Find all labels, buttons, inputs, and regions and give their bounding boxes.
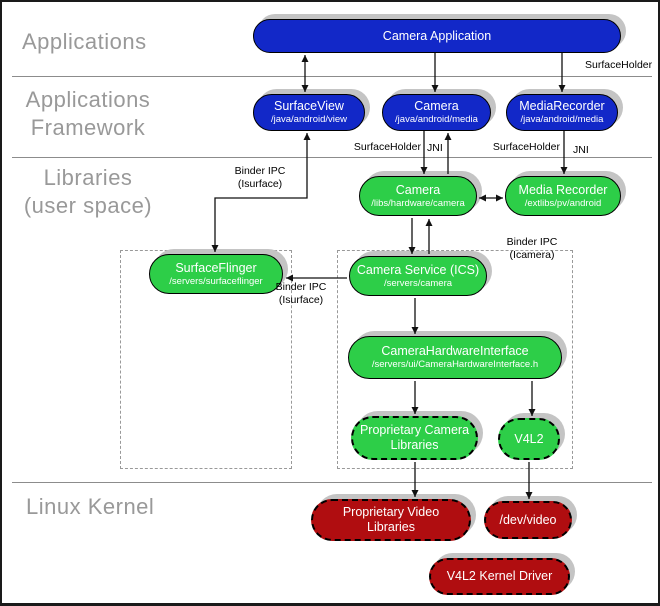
node-camera-framework: Camera /java/android/media	[382, 94, 491, 131]
layer-label-line: Framework	[30, 115, 146, 140]
node-path: /java/android/media	[520, 114, 604, 125]
layer-label-line: Applications	[25, 87, 151, 112]
node-camera-hardware-interface: CameraHardwareInterface /servers/ui/Came…	[348, 336, 562, 379]
label-line: (Icamera)	[509, 249, 555, 261]
node-path: /java/android/view	[270, 114, 348, 125]
node-title: Camera	[395, 182, 441, 197]
dashed-group-camera-service	[337, 250, 573, 469]
node-path: /servers/surfaceflinger	[169, 275, 263, 287]
separator-libraries-kernel	[12, 482, 652, 483]
node-title: MediaRecorder	[519, 99, 605, 113]
label-line: Binder IPC	[234, 165, 286, 177]
node-surfaceflinger: SurfaceFlinger /servers/surfaceflinger	[149, 254, 283, 294]
node-title: /dev/video	[499, 512, 557, 527]
layer-label-applications: Applications	[22, 28, 147, 56]
node-title: Camera	[414, 99, 459, 113]
layer-label-linux-kernel: Linux Kernel	[26, 493, 154, 521]
node-title: SurfaceFlinger	[175, 260, 257, 275]
label-camera-surfaceholder: SurfaceHolder	[353, 141, 421, 153]
node-path: /servers/ui/CameraHardwareInterface.h	[371, 359, 539, 370]
separator-applications-framework	[12, 76, 652, 77]
layer-label-line: Libraries	[43, 165, 133, 190]
dashed-group-surfaceflinger	[120, 250, 292, 469]
label-binder-ipc-icamera: Binder IPC (Icamera)	[486, 236, 578, 262]
label-line: (Isurface)	[237, 178, 283, 190]
node-path: /servers/camera	[383, 277, 453, 289]
node-title: Media Recorder	[518, 182, 608, 197]
label-line: Binder IPC	[275, 281, 327, 293]
node-title: CameraHardwareInterface	[381, 344, 529, 358]
label-camera-jni: JNI	[427, 142, 443, 154]
separator-framework-libraries	[12, 157, 652, 158]
node-path: /java/android/media	[395, 114, 478, 125]
node-camera-lib: Camera /libs/hardware/camera	[359, 176, 477, 216]
node-camera-service: Camera Service (ICS) /servers/camera	[349, 256, 487, 296]
label-recorder-jni: JNI	[573, 144, 589, 156]
layer-label-applications-framework: Applications Framework	[16, 86, 160, 142]
node-v4l2: V4L2	[498, 418, 560, 460]
node-title: Camera Service (ICS)	[356, 262, 480, 277]
label-binder-ipc-isurface-view: Binder IPC (Isurface)	[214, 165, 306, 191]
node-dev-video: /dev/video	[484, 501, 572, 539]
label-recorder-surfaceholder: SurfaceHolder	[492, 141, 560, 153]
arrow-surfaceview-surfaceflinger	[211, 133, 311, 252]
label-surfaceholder-top: SurfaceHolder	[585, 59, 653, 71]
node-mediarecorder-framework: MediaRecorder /java/android/media	[506, 94, 618, 131]
layer-label-libraries: Libraries (user space)	[6, 164, 170, 220]
layer-label-line: (user space)	[23, 193, 153, 218]
node-surfaceview: SurfaceView /java/android/view	[253, 94, 365, 131]
node-media-recorder-lib: Media Recorder /extlibs/pv/android	[505, 176, 621, 216]
node-title: SurfaceView	[274, 99, 344, 113]
node-path: /libs/hardware/camera	[371, 197, 465, 209]
node-title: Proprietary Video Libraries	[342, 505, 440, 534]
node-v4l2-kernel-driver: V4L2 Kernel Driver	[429, 558, 570, 595]
layer-label-line: Linux Kernel	[26, 494, 155, 519]
node-proprietary-video-libraries: Proprietary Video Libraries	[311, 499, 471, 541]
node-camera-application: Camera Application	[253, 19, 621, 53]
layer-label-line: Applications	[22, 29, 147, 54]
node-title: V4L2 Kernel Driver	[446, 569, 553, 583]
label-line: (Isurface)	[278, 294, 324, 306]
node-title: Proprietary Camera Libraries	[359, 423, 470, 452]
node-title: Camera Application	[382, 28, 492, 43]
label-line: Binder IPC	[506, 236, 558, 248]
node-title: V4L2	[514, 431, 544, 446]
node-path: /extlibs/pv/android	[524, 197, 602, 209]
label-binder-ipc-isurface-service: Binder IPC (Isurface)	[255, 281, 347, 307]
node-proprietary-camera-libraries: Proprietary Camera Libraries	[351, 416, 478, 460]
